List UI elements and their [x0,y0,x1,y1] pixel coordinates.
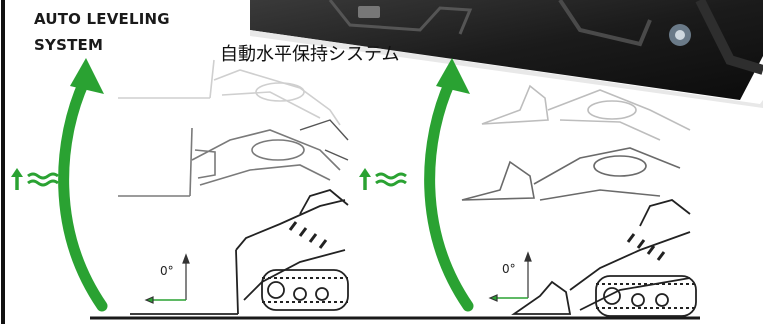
green-curved-up-arrow-icon [58,76,108,312]
up-arrow-with-waves-icon [11,168,59,190]
panel-forks [11,58,349,315]
angle-marker-icon [144,253,190,304]
panel-bucket [359,58,697,317]
up-arrow-with-waves-icon [359,168,407,190]
machine-photo-strip [250,0,763,108]
angle-label-bucket: 0° [502,262,516,276]
heading-japanese: 自動水平保持システム [220,44,400,65]
green-curved-up-arrow-icon [424,76,474,312]
heading-line-1: AUTO LEVELING [34,10,170,28]
angle-marker-icon [488,251,532,302]
heading-title: AUTO LEVELING SYSTEM [34,6,170,58]
heading-line-2: SYSTEM [34,36,104,54]
angle-label-forks: 0° [160,264,174,278]
